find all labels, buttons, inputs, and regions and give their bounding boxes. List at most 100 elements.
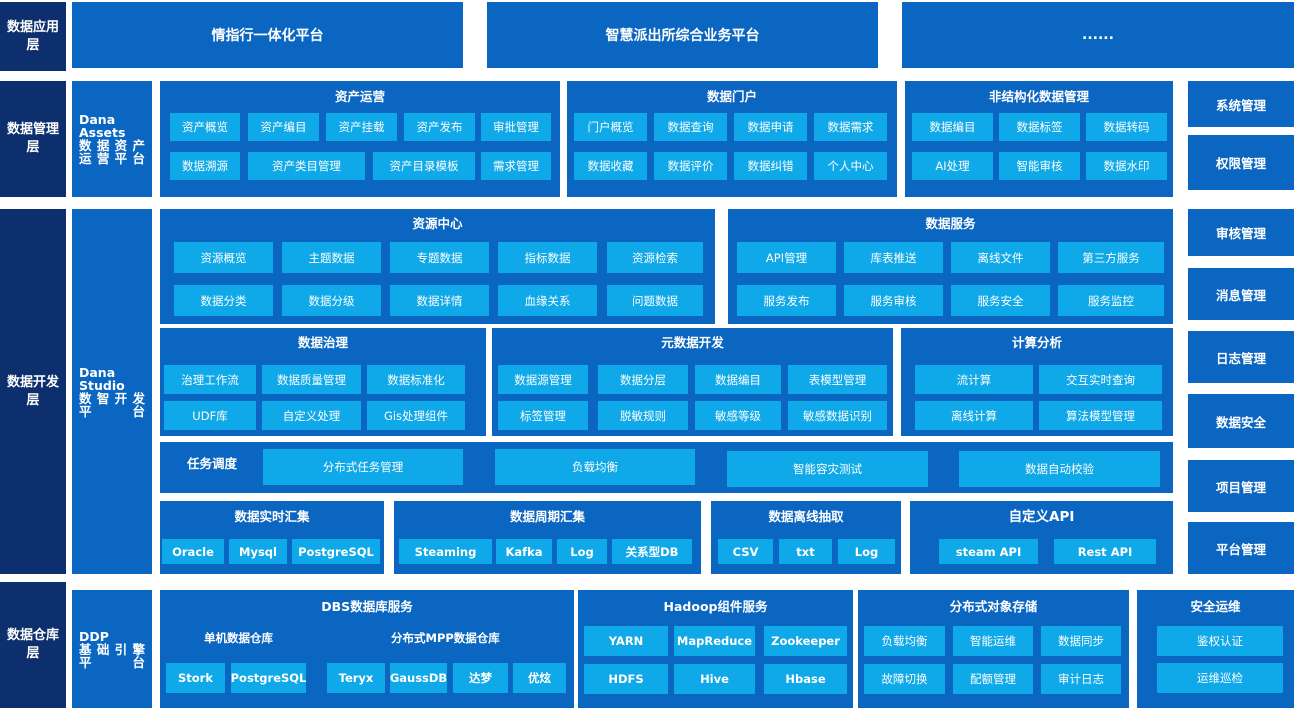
steaming-item[interactable]: Steaming xyxy=(399,539,492,564)
sidebar-item-permission[interactable]: 权限管理 xyxy=(1188,135,1294,190)
asset-catalog-item[interactable]: 资产编目 xyxy=(248,113,319,141)
custom-processing-item[interactable]: 自定义处理 xyxy=(262,401,361,430)
table-push-item[interactable]: 库表推送 xyxy=(844,242,943,273)
stream-compute-item[interactable]: 流计算 xyxy=(915,365,1033,394)
stork-item[interactable]: Stork xyxy=(166,663,225,693)
mysql-item[interactable]: Mysql xyxy=(229,539,287,564)
relational-db-item[interactable]: 关系型DB xyxy=(612,539,692,564)
app-platform-1[interactable]: 情指行一体化平台 xyxy=(72,2,463,68)
approval-mgmt-item[interactable]: 审批管理 xyxy=(481,113,551,141)
postgresql-item[interactable]: PostgreSQL xyxy=(231,663,306,693)
smart-review-item[interactable]: 智能审核 xyxy=(999,152,1080,180)
udf-library-item[interactable]: UDF库 xyxy=(164,401,256,430)
postgresql-item[interactable]: PostgreSQL xyxy=(292,539,380,564)
oracle-item[interactable]: Oracle xyxy=(162,539,224,564)
data-sync-item[interactable]: 数据同步 xyxy=(1041,626,1121,656)
zookeeper-item[interactable]: Zookeeper xyxy=(764,626,847,656)
quota-mgmt-item[interactable]: 配额管理 xyxy=(953,664,1033,694)
sensitive-detect-item[interactable]: 敏感数据识别 xyxy=(788,401,887,430)
failover-item[interactable]: 故障切换 xyxy=(864,664,945,694)
data-classify-item[interactable]: 数据分类 xyxy=(174,285,273,316)
hive-item[interactable]: Hive xyxy=(674,664,755,694)
sidebar-item-review[interactable]: 审核管理 xyxy=(1188,209,1294,256)
teryx-item[interactable]: Teryx xyxy=(327,663,385,693)
data-lineage-item[interactable]: 数据溯源 xyxy=(170,152,240,180)
app-platform-more[interactable]: ...... xyxy=(902,2,1294,68)
kafka-item[interactable]: Kafka xyxy=(496,539,552,564)
api-mgmt-item[interactable]: API管理 xyxy=(737,242,836,273)
auto-verify-item[interactable]: 数据自动校验 xyxy=(959,451,1160,487)
governance-workflow-item[interactable]: 治理工作流 xyxy=(164,365,256,394)
yarn-item[interactable]: YARN xyxy=(584,626,668,656)
masking-rule-item[interactable]: 脱敏规则 xyxy=(598,401,688,430)
tag-mgmt-item[interactable]: 标签管理 xyxy=(498,401,588,430)
log-item[interactable]: Log xyxy=(838,539,895,564)
personal-center-item[interactable]: 个人中心 xyxy=(814,152,887,180)
resource-overview-item[interactable]: 资源概览 xyxy=(174,242,273,273)
txt-item[interactable]: txt xyxy=(779,539,832,564)
data-correction-item[interactable]: 数据纠错 xyxy=(734,152,807,180)
data-transcode-item[interactable]: 数据转码 xyxy=(1086,113,1167,141)
distributed-task-item[interactable]: 分布式任务管理 xyxy=(263,449,463,485)
offline-file-item[interactable]: 离线文件 xyxy=(951,242,1050,273)
asset-mount-item[interactable]: 资产挂载 xyxy=(326,113,397,141)
topic-data-item[interactable]: 专题数据 xyxy=(390,242,489,273)
audit-log-item[interactable]: 审计日志 xyxy=(1041,664,1121,694)
smart-ops-item[interactable]: 智能运维 xyxy=(953,626,1033,656)
sidebar-item-data-security[interactable]: 数据安全 xyxy=(1188,394,1294,448)
service-publish-item[interactable]: 服务发布 xyxy=(737,285,836,316)
data-detail-item[interactable]: 数据详情 xyxy=(390,285,489,316)
demand-mgmt-item[interactable]: 需求管理 xyxy=(481,152,551,180)
data-catalog-item[interactable]: 数据编目 xyxy=(912,113,993,141)
datasource-mgmt-item[interactable]: 数据源管理 xyxy=(498,365,588,394)
service-security-item[interactable]: 服务安全 xyxy=(951,285,1050,316)
gis-component-item[interactable]: Gis处理组件 xyxy=(367,401,465,430)
subject-data-item[interactable]: 主题数据 xyxy=(282,242,381,273)
realtime-query-item[interactable]: 交互实时查询 xyxy=(1039,365,1162,394)
offline-compute-item[interactable]: 离线计算 xyxy=(915,401,1033,430)
ai-processing-item[interactable]: AI处理 xyxy=(912,152,993,180)
ops-inspect-item[interactable]: 运维巡检 xyxy=(1157,663,1283,693)
steam-api-item[interactable]: steam API xyxy=(939,539,1038,564)
resource-search-item[interactable]: 资源检索 xyxy=(607,242,703,273)
load-balance-item[interactable]: 负载均衡 xyxy=(864,626,945,656)
portal-overview-item[interactable]: 门户概览 xyxy=(574,113,647,141)
data-standardize-item[interactable]: 数据标准化 xyxy=(367,365,465,394)
disaster-test-item[interactable]: 智能容灾测试 xyxy=(727,451,928,487)
service-review-item[interactable]: 服务审核 xyxy=(844,285,943,316)
gaussdb-item[interactable]: GaussDB xyxy=(390,663,447,693)
lineage-relation-item[interactable]: 血缘关系 xyxy=(498,285,597,316)
data-apply-item[interactable]: 数据申请 xyxy=(734,113,807,141)
sidebar-item-log[interactable]: 日志管理 xyxy=(1188,331,1294,383)
data-demand-item[interactable]: 数据需求 xyxy=(814,113,887,141)
asset-overview-item[interactable]: 资产概览 xyxy=(170,113,240,141)
sensitivity-level-item[interactable]: 敏感等级 xyxy=(695,401,781,430)
algorithm-model-item[interactable]: 算法模型管理 xyxy=(1039,401,1162,430)
table-model-item[interactable]: 表模型管理 xyxy=(788,365,887,394)
data-watermark-item[interactable]: 数据水印 xyxy=(1086,152,1167,180)
mapreduce-item[interactable]: MapReduce xyxy=(674,626,755,656)
asset-publish-item[interactable]: 资产发布 xyxy=(404,113,475,141)
load-balance-item[interactable]: 负载均衡 xyxy=(495,449,695,485)
csv-item[interactable]: CSV xyxy=(718,539,773,564)
asset-category-item[interactable]: 资产类目管理 xyxy=(248,152,365,180)
data-query-item[interactable]: 数据查询 xyxy=(654,113,727,141)
app-platform-2[interactable]: 智慧派出所综合业务平台 xyxy=(487,2,878,68)
data-quality-item[interactable]: 数据质量管理 xyxy=(262,365,361,394)
log-item[interactable]: Log xyxy=(557,539,607,564)
asset-template-item[interactable]: 资产目录模板 xyxy=(373,152,475,180)
sidebar-item-platform[interactable]: 平台管理 xyxy=(1188,522,1294,574)
dameng-item[interactable]: 达梦 xyxy=(453,663,508,693)
indicator-data-item[interactable]: 指标数据 xyxy=(498,242,597,273)
problem-data-item[interactable]: 问题数据 xyxy=(607,285,703,316)
data-grading-item[interactable]: 数据分级 xyxy=(282,285,381,316)
sidebar-item-message[interactable]: 消息管理 xyxy=(1188,268,1294,320)
data-catalog-item[interactable]: 数据编目 xyxy=(695,365,781,394)
sidebar-item-system[interactable]: 系统管理 xyxy=(1188,81,1294,127)
data-tag-item[interactable]: 数据标签 xyxy=(999,113,1080,141)
auth-item[interactable]: 鉴权认证 xyxy=(1157,626,1283,656)
third-party-service-item[interactable]: 第三方服务 xyxy=(1058,242,1164,273)
data-layering-item[interactable]: 数据分层 xyxy=(598,365,688,394)
hbase-item[interactable]: Hbase xyxy=(764,664,847,694)
rest-api-item[interactable]: Rest API xyxy=(1054,539,1156,564)
